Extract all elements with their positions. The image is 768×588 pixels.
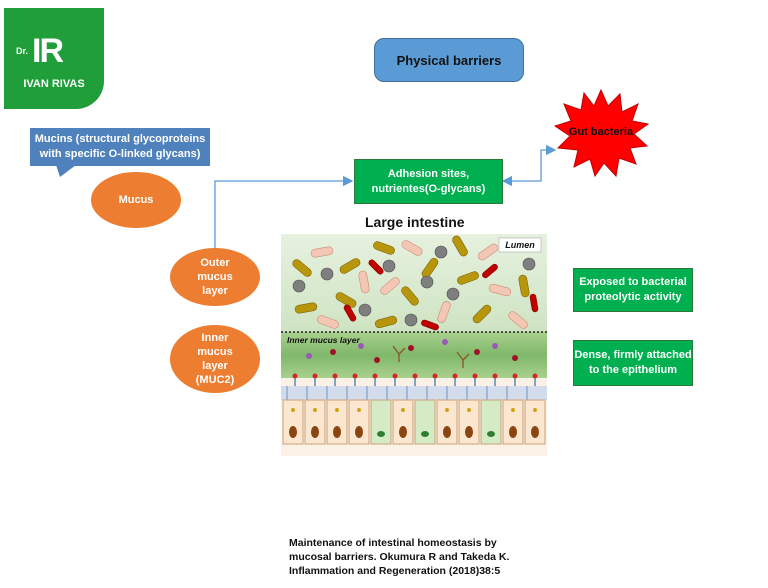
adhesion-label: Adhesion sites, nutrientes(O-glycans) [371, 167, 486, 195]
gut-bacteria-starburst [553, 88, 650, 178]
inner-layer-region [281, 332, 547, 378]
intestine-illustration: Lumen Inner [281, 234, 547, 456]
logo-prefix: Dr. [16, 46, 29, 56]
caption-line-1: Maintenance of intestinal homeostasis by [289, 537, 497, 549]
mucus-oval: Mucus [91, 172, 181, 228]
gut-bacteria-label: Gut bacteria [568, 126, 634, 138]
mucus-label: Mucus [118, 194, 154, 206]
mucins-label: Mucins (structural glycoproteins with sp… [34, 133, 206, 160]
page-title: Physical barriers [374, 38, 524, 82]
arrow-bacteria-adhesion [501, 144, 557, 187]
inner-layer-label: Inner mucus layer [287, 335, 360, 345]
lumen-label: Lumen [505, 240, 535, 250]
dense-box: Dense, firmly attached to the epithelium [573, 340, 693, 386]
page-title-text: Physical barriers [396, 52, 502, 68]
adhesion-box: Adhesion sites, nutrientes(O-glycans) [354, 159, 503, 204]
figure-title: Large intestine [365, 214, 465, 230]
mucins-label-box: Mucins (structural glycoproteins with sp… [30, 128, 210, 166]
outer-mucus-oval: Outer mucus layer [170, 248, 260, 306]
inner-mucus-oval: Inner mucus layer (MUC2) [170, 325, 260, 393]
citation-caption: Maintenance of intestinal homeostasis by… [289, 536, 509, 578]
exposed-box: Exposed to bacterial proteolytic activit… [573, 268, 693, 312]
exposed-label: Exposed to bacterial proteolytic activit… [579, 276, 687, 303]
caption-line-3: Inflammation and Regeneration (2018)38:5 [289, 565, 501, 577]
outer-mucus-label: Outer mucus layer [197, 257, 233, 297]
dense-label: Dense, firmly attached to the epithelium [574, 349, 692, 376]
logo-mark: IR [32, 32, 64, 70]
logo: Dr. IR IVAN RIVAS [4, 8, 104, 109]
arrow-outer-layer-to-adhesion [214, 175, 354, 252]
logo-name: IVAN RIVAS [23, 78, 85, 90]
callout-pointer [56, 165, 76, 177]
caption-line-2: mucosal barriers. Okumura R and Takeda K… [289, 551, 510, 563]
inner-mucus-label: Inner mucus layer (MUC2) [195, 332, 235, 386]
